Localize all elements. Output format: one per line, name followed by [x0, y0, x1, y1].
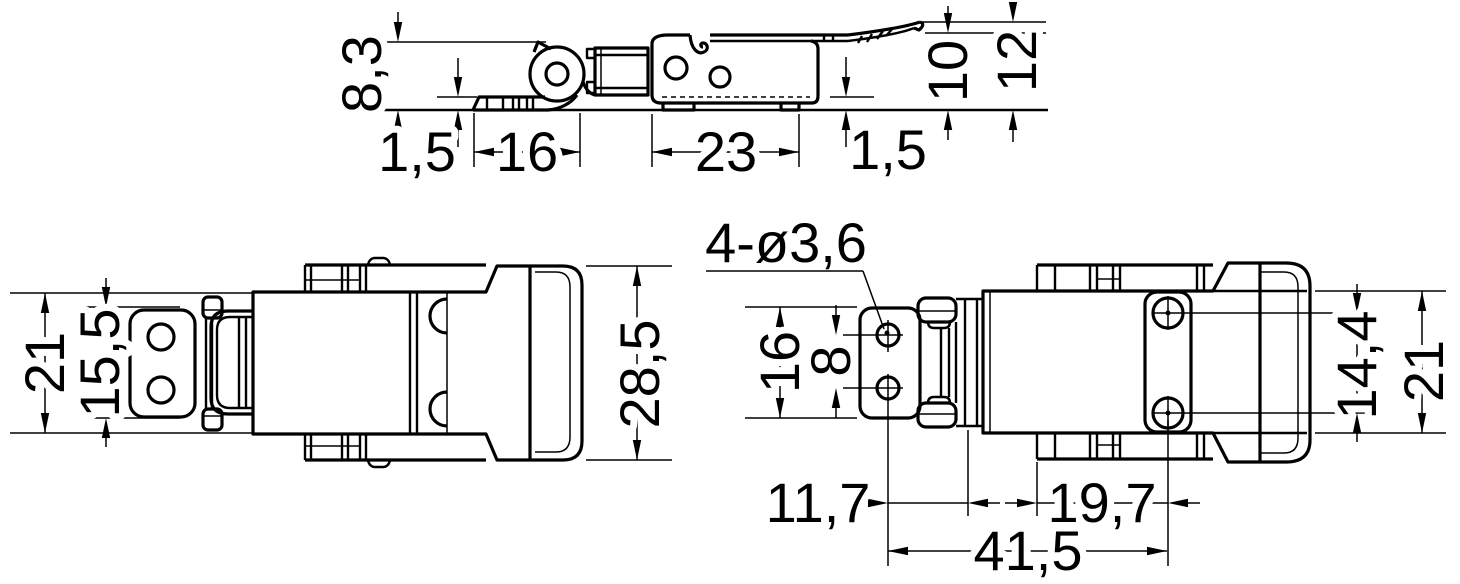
dim-label-hole-spacing: 8	[799, 345, 862, 376]
side-view: 8,3 1,5 16 23	[323, 2, 1055, 190]
dim-label-rivet-spacing: 14,4	[1325, 311, 1388, 420]
bracket-hole-2	[146, 375, 176, 405]
dim-hinge-plate-length: 16	[473, 113, 581, 190]
dim-cap-width: 28,5	[586, 265, 678, 461]
dim-label-handle-clearance: 10	[916, 40, 979, 102]
mounting-view-part-outline	[858, 261, 1312, 464]
dim-label-body-length: 23	[695, 120, 757, 183]
pivot-boss	[528, 45, 586, 103]
dim-mounting-overall-width: 21	[1315, 290, 1460, 434]
bracket-plate	[128, 308, 197, 419]
dim-label-plate-thickness: 1,5	[378, 120, 456, 183]
dim-label-bracket-length: 16	[748, 331, 811, 393]
handle-curve	[847, 20, 921, 37]
dim-label-mounting-overall-width: 21	[1392, 340, 1455, 402]
dim-bracket-width: 15,5	[61, 278, 180, 447]
dim-hinge-offset: 11,7	[759, 464, 1000, 541]
dim-body-length: 23	[651, 113, 800, 190]
bracket-hole-1	[146, 322, 176, 352]
dim-label-plan-overall-width: 21	[13, 332, 76, 394]
dim-handle-clearance: 10	[909, 6, 1046, 140]
latch-body-plan	[251, 264, 584, 462]
dim-rivet-spacing: 14,4	[1152, 284, 1395, 442]
pivot-hole	[544, 61, 570, 87]
dim-label-hinge-offset: 11,7	[766, 471, 871, 534]
latch-body	[650, 33, 690, 105]
dim-label-bracket-width: 15,5	[68, 309, 131, 418]
keyhole-notch	[688, 34, 709, 55]
link-plate	[593, 46, 650, 97]
dim-label-hole-callout: 4-ø3,6	[705, 211, 867, 274]
dim-label-overall-height: 12	[985, 30, 1048, 92]
dim-mounting-span: 41,5	[888, 512, 1167, 584]
body-hole-2	[708, 65, 732, 89]
latch-body-mounting	[981, 261, 1312, 464]
bail-loop	[209, 309, 253, 416]
mount-bracket-plate	[858, 306, 922, 420]
body-hole-1	[663, 55, 689, 81]
dim-plate-thickness: 1,5	[371, 58, 477, 190]
dim-base-gap: 1,5	[830, 57, 934, 188]
plan-view: 21 15,5 28,5	[6, 256, 678, 469]
dim-label-hinge-plate-length: 16	[496, 120, 558, 183]
dim-rivet-offset: 19,7	[1005, 464, 1200, 541]
mounting-view: 4-ø3,6 16 8	[698, 204, 1460, 584]
dim-hole-spacing: 8	[792, 305, 903, 418]
dim-label-cap-width: 28,5	[608, 320, 671, 429]
callout-hole-diameter: 4-ø3,6	[698, 204, 890, 336]
dim-label-hook-height: 8,3	[330, 35, 393, 113]
dim-bracket-length: 16	[741, 306, 857, 419]
side-view-part-outline	[384, 20, 1048, 112]
plan-view-part-outline	[128, 256, 584, 469]
dim-overall-height: 12	[922, 2, 1055, 142]
dim-label-base-gap: 1,5	[849, 118, 927, 181]
dim-label-mounting-span: 41,5	[974, 519, 1083, 582]
dim-label-rivet-offset: 19,7	[1048, 471, 1157, 534]
dim-plan-overall-width: 21	[6, 292, 253, 434]
dim-hook-height: 8,3	[323, 12, 546, 140]
